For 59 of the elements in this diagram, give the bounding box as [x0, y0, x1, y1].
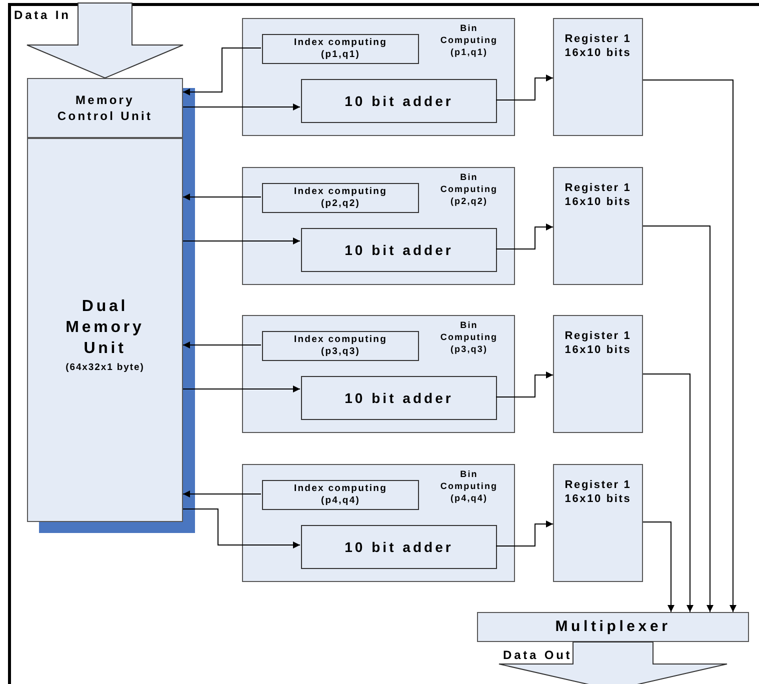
node-label: Index computing (p3,q3) [292, 334, 388, 358]
arrow [496, 224, 554, 250]
node-label: Bin Computing (p4,q4) [439, 468, 499, 504]
arrow [182, 386, 300, 392]
index-computing-box [262, 34, 419, 64]
bin-computing-group [242, 315, 515, 433]
arrow [496, 74, 554, 100]
node-label: 10 bit adder [344, 240, 454, 260]
bin-computing-group [242, 464, 515, 582]
index-computing-box [262, 480, 419, 510]
memory-control-unit [27, 78, 183, 138]
node-label: Multiplexer [555, 616, 671, 637]
node-label: 10 bit adder [344, 538, 454, 556]
index-computing-box [262, 331, 419, 361]
node-label: Register 1 16x10 bits [564, 329, 632, 358]
adder-box [301, 79, 497, 123]
node-label: Memory Control Unit [56, 92, 154, 124]
node-label: (64x32x1 byte) [66, 360, 144, 374]
arrow [642, 522, 674, 612]
arrow [182, 104, 300, 110]
bin-computing-group [242, 18, 515, 136]
node-label: Index computing (p4,q4) [292, 483, 388, 507]
arrow [182, 490, 262, 498]
arrow [496, 520, 554, 546]
multiplexer-box [477, 612, 749, 642]
arrow [182, 508, 300, 548]
bin-computing-group [242, 167, 515, 285]
arrow [182, 238, 300, 244]
node-label: Bin Computing (p3,q3) [439, 319, 499, 355]
arrow [496, 372, 554, 398]
index-computing-box [262, 183, 419, 213]
node-label: 10 bit adder [344, 92, 454, 110]
arrow [182, 194, 262, 200]
edge-label: Data In [14, 7, 71, 24]
arrow [642, 374, 694, 612]
arrow [642, 80, 736, 612]
register-box [553, 315, 643, 433]
arrow [642, 226, 714, 612]
node-label: Bin Computing (p1,q1) [439, 22, 499, 58]
node-label: Index computing (p1,q1) [292, 37, 388, 61]
node-label: Index computing (p2,q2) [292, 186, 388, 210]
register-box [553, 18, 643, 136]
edge-label: Data Out [503, 647, 572, 664]
block-arrow [26, 2, 184, 79]
node-label: 10 bit adder [344, 388, 454, 408]
node-label: Register 1 16x10 bits [564, 478, 632, 507]
adder-box [301, 376, 497, 420]
node-label: Register 1 16x10 bits [564, 32, 632, 61]
register-box [553, 464, 643, 582]
node-label: Register 1 16x10 bits [564, 181, 632, 210]
adder-box [301, 525, 497, 569]
node-label: Bin Computing (p2,q2) [439, 171, 499, 207]
register-box [553, 167, 643, 285]
block-arrow [498, 642, 728, 684]
node-label: Dual Memory Unit [64, 296, 146, 358]
arrow [182, 48, 262, 96]
arrow [182, 342, 262, 348]
adder-box [301, 228, 497, 272]
memory-unit-block [27, 138, 183, 522]
